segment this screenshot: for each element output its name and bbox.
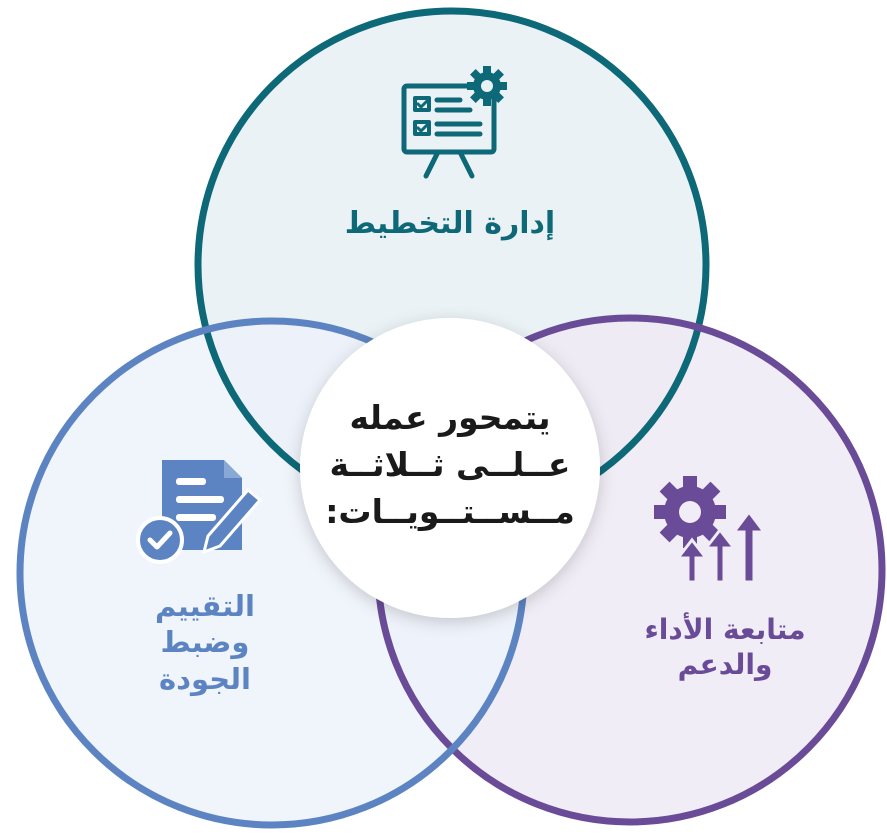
center-text-line-1: يتمحور عمله	[349, 398, 551, 437]
quality-label-line-2: وضبط	[160, 625, 250, 660]
center-text-line-3: مــســتــويــات:	[325, 491, 575, 531]
monitoring-label: متابعة الأداء والدعم	[575, 612, 875, 682]
presentation-board-gear-icon	[401, 83, 497, 179]
document-edit-check-icon	[136, 460, 263, 564]
center-text: يتمحور عمله عــلــى ثــلاثــة مــســتــو…	[305, 395, 595, 536]
quality-label: التقييم وضبط الجودة	[90, 588, 320, 697]
quality-label-line-3: الجودة	[159, 661, 251, 696]
center-circle	[300, 318, 600, 618]
gear-arrows-up-icon	[654, 476, 767, 584]
quality-label-line-1: التقييم	[155, 589, 255, 623]
monitoring-label-line-1: متابعة الأداء	[644, 613, 806, 646]
monitoring-label-line-2: والدعم	[677, 648, 773, 681]
center-text-line-2: عــلــى ثــلاثــة	[329, 444, 571, 484]
planning-label: إدارة التخطيط	[344, 206, 556, 241]
gear-icon	[467, 66, 507, 106]
